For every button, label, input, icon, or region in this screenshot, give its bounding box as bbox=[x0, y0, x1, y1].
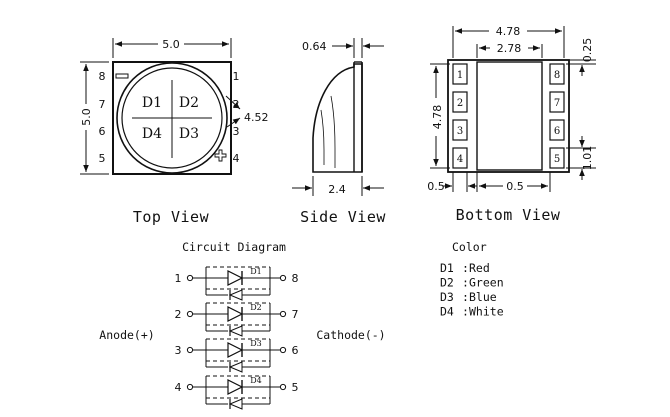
diode-icon bbox=[228, 361, 243, 373]
bottom-height-dimension: 4.78 bbox=[431, 105, 444, 130]
top-width-dimension: 5.0 bbox=[162, 38, 180, 51]
pad-label: 5 bbox=[554, 154, 560, 165]
circuit-diagram: Circuit Diagram Anode(+) Cathode(-) 1 D1 8… bbox=[99, 240, 386, 410]
polarity-minus-icon bbox=[115, 73, 129, 79]
legend-color: Red bbox=[469, 261, 490, 275]
legend-die: D4 bbox=[440, 305, 454, 319]
side-top-dimension: 0.64 bbox=[302, 40, 327, 53]
circuit-out-pin: 8 bbox=[292, 272, 299, 285]
circuit-out-pin: 5 bbox=[292, 381, 299, 394]
legend-separator: : bbox=[462, 261, 469, 275]
diode-icon bbox=[227, 342, 244, 358]
thermal-pad bbox=[476, 61, 543, 171]
side-bottom-dimension: 2.4 bbox=[328, 183, 346, 196]
circuit-out-pin: 7 bbox=[292, 308, 299, 321]
top-view-lens-outer bbox=[116, 62, 228, 174]
circuit-in-pin: 2 bbox=[175, 308, 182, 321]
pin-label: 6 bbox=[99, 125, 106, 138]
circuit-row: 1 D1 8 bbox=[175, 266, 299, 301]
top-view-title: Top View bbox=[133, 208, 210, 226]
diode-icon bbox=[227, 379, 244, 395]
pin-label: 4 bbox=[233, 152, 240, 165]
cathode-label: Cathode(-) bbox=[316, 328, 385, 342]
circuit-in-pin: 3 bbox=[175, 344, 182, 357]
circuit-title: Circuit Diagram bbox=[182, 240, 286, 254]
circuit-in-pin: 4 bbox=[175, 381, 182, 394]
circuit-row: 3 D3 6 bbox=[175, 338, 299, 373]
diode-icon bbox=[228, 398, 243, 410]
circuit-die-label: D2 bbox=[250, 303, 262, 312]
legend-separator: : bbox=[462, 305, 469, 319]
circuit-die-label: D1 bbox=[250, 267, 262, 276]
bottom-mid-dimension: 0.5 bbox=[506, 180, 524, 193]
die-label-d2: D2 bbox=[179, 95, 199, 111]
legend-color: Blue bbox=[469, 290, 497, 304]
circuit-die-label: D3 bbox=[250, 339, 262, 348]
bottom-view-title: Bottom View bbox=[456, 206, 561, 224]
pad-label: 2 bbox=[457, 98, 463, 109]
circuit-row: 2 D2 7 bbox=[175, 302, 299, 337]
pin-label: 8 bbox=[99, 70, 106, 83]
top-view-lens-inner bbox=[121, 67, 223, 169]
pad-label: 6 bbox=[554, 126, 560, 137]
legend-separator: : bbox=[462, 290, 469, 304]
pad-label: 1 bbox=[457, 70, 463, 81]
circuit-in-pin: 1 bbox=[175, 272, 182, 285]
circuit-out-pin: 6 bbox=[292, 344, 299, 357]
side-view: 0.64 2.4 Side View bbox=[292, 38, 386, 226]
circuit-row: 4 D4 5 bbox=[175, 375, 299, 410]
pad-label: 3 bbox=[457, 126, 463, 137]
pin-label: 2 bbox=[233, 98, 240, 111]
pad-label: 7 bbox=[554, 98, 560, 109]
pin-label: 7 bbox=[99, 98, 106, 111]
bottom-view: 1 2 3 4 8 7 6 5 4.78 2.78 4.78 0.25 bbox=[427, 25, 596, 224]
bottom-inner-dimension: 2.78 bbox=[497, 42, 522, 55]
legend-color: White bbox=[469, 305, 504, 319]
top-height-dimension: 5.0 bbox=[80, 108, 93, 126]
legend-separator: : bbox=[462, 276, 469, 290]
bottom-right-bottom-dimension: 1.01 bbox=[581, 146, 594, 171]
diode-icon bbox=[227, 306, 244, 322]
anode-label: Anode(+) bbox=[99, 328, 154, 342]
bottom-left-dimension: 0.5 bbox=[427, 180, 445, 193]
pad-label: 8 bbox=[554, 70, 560, 81]
color-legend-entry: D4:White bbox=[440, 305, 504, 319]
color-legend-entry: D2:Green bbox=[440, 276, 504, 290]
lens-diameter-dimension: 4.52 bbox=[244, 111, 269, 124]
bottom-right-top-dimension: 0.25 bbox=[581, 38, 594, 63]
polarity-plus-icon bbox=[214, 149, 227, 162]
diode-icon bbox=[228, 289, 243, 301]
pin-label: 5 bbox=[99, 152, 106, 165]
pin-label: 1 bbox=[233, 70, 240, 83]
top-view: D1 D2 D4 D3 8 7 6 5 1 2 3 4 5.0 5.0 4.52… bbox=[80, 38, 269, 226]
die-label-d1: D1 bbox=[142, 95, 162, 111]
color-legend-entry: D1:Red bbox=[440, 261, 490, 275]
diode-icon bbox=[227, 270, 244, 286]
legend-die: D1 bbox=[440, 261, 454, 275]
diode-icon bbox=[228, 325, 243, 337]
side-view-title: Side View bbox=[300, 208, 386, 226]
die-label-d4: D4 bbox=[142, 126, 162, 142]
circuit-die-label: D4 bbox=[250, 376, 262, 385]
color-legend-title: Color bbox=[452, 240, 487, 254]
legend-color: Green bbox=[469, 276, 504, 290]
pad-label: 4 bbox=[457, 154, 463, 165]
legend-die: D2 bbox=[440, 276, 454, 290]
bottom-outer-dimension: 4.78 bbox=[496, 25, 521, 38]
pin-label: 3 bbox=[233, 125, 240, 138]
legend-die: D3 bbox=[440, 290, 454, 304]
color-legend-entry: D3:Blue bbox=[440, 290, 497, 304]
die-label-d3: D3 bbox=[179, 126, 199, 142]
